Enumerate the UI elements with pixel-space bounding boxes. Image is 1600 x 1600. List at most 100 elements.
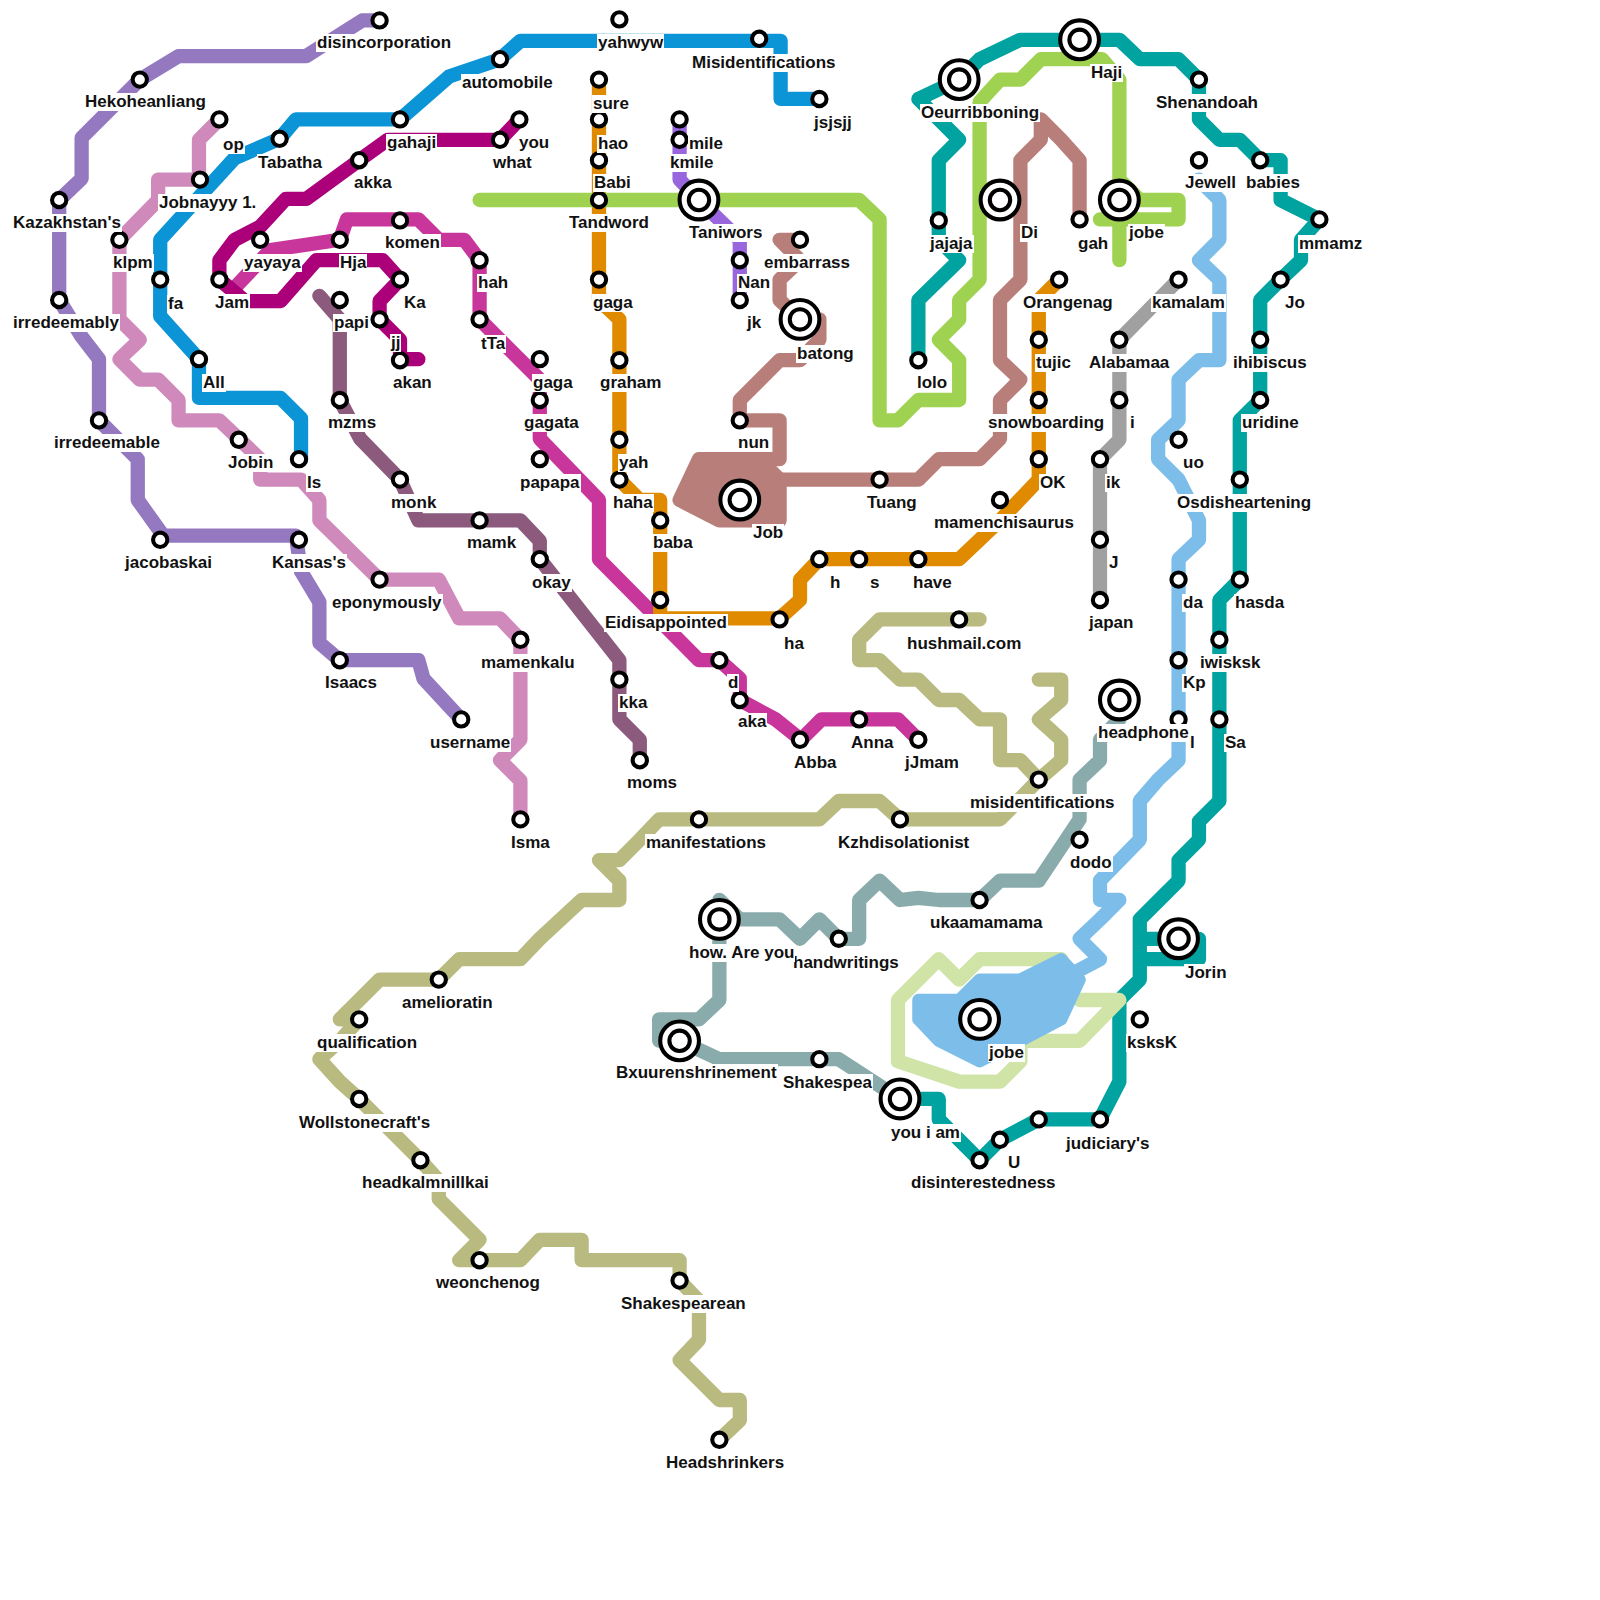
station-label: l — [1189, 734, 1196, 752]
station-label: uo — [1182, 454, 1205, 472]
station-dot — [1171, 272, 1185, 286]
brown-blob — [680, 459, 780, 520]
station-dot — [1093, 533, 1107, 547]
station-dot — [472, 253, 486, 267]
station-label: Job — [752, 524, 784, 542]
station-label: gaga — [532, 374, 574, 392]
interchange-symbol — [881, 1080, 920, 1119]
station-label: Anna — [850, 734, 895, 752]
station-label: komen — [384, 234, 441, 252]
station-dot — [1192, 153, 1206, 167]
station-label: Jobin — [227, 454, 274, 472]
grey-green-line — [659, 700, 1119, 1099]
station-label: Tabatha — [257, 154, 323, 172]
station-dot — [212, 272, 226, 286]
station-dot — [911, 552, 925, 566]
station-label: h — [829, 574, 841, 592]
station-label: kmile — [669, 154, 714, 172]
orange-line — [599, 80, 1059, 619]
station-dot — [1112, 393, 1126, 407]
station-dot — [952, 612, 966, 626]
station-dot — [352, 153, 366, 167]
station-dot — [712, 653, 726, 667]
station-dot — [212, 112, 226, 126]
station-dot — [592, 272, 606, 286]
station-dot — [393, 272, 407, 286]
station-label: misidentifications — [969, 794, 1116, 812]
station-label: kamalam — [1151, 294, 1226, 312]
station-label: batong — [796, 345, 855, 363]
station-label: automobile — [461, 74, 554, 92]
interchange-symbol — [940, 60, 979, 99]
station-dot — [272, 132, 286, 146]
station-label: akan — [392, 374, 433, 392]
station-dot — [672, 1273, 686, 1287]
station-label: Di — [1020, 224, 1039, 242]
station-dot — [1112, 333, 1126, 347]
teal-line — [900, 40, 1319, 1160]
station-label: Tuang — [866, 494, 918, 512]
interchange-symbol — [1060, 20, 1099, 59]
station-dot — [413, 1153, 427, 1167]
station-label: headphone — [1097, 724, 1190, 742]
interchange-ring — [1159, 919, 1198, 958]
station-label: d — [727, 674, 739, 692]
station-label: qualification — [316, 1034, 418, 1052]
station-label: irredeemably — [12, 314, 120, 332]
interchange-ring — [960, 1000, 999, 1039]
interchange-ring — [1100, 181, 1139, 220]
station-dot — [533, 393, 547, 407]
interchange-core — [689, 190, 709, 210]
station-dot — [653, 593, 667, 607]
interchange-core — [709, 909, 729, 929]
interchange-symbol — [981, 181, 1020, 220]
station-label: tujic — [1035, 354, 1072, 372]
interchange-ring — [720, 481, 759, 520]
station-dot — [133, 72, 147, 86]
station-dot — [592, 153, 606, 167]
station-label: akka — [353, 174, 393, 192]
station-dot — [333, 653, 347, 667]
station-label: iwisksk — [1199, 654, 1262, 672]
station-dot — [193, 172, 207, 186]
interchange-ring — [981, 181, 1020, 220]
station-label: Tandword — [568, 214, 650, 232]
station-label: Ka — [403, 294, 427, 312]
station-label: Isma — [510, 834, 551, 852]
station-dot — [612, 472, 626, 486]
station-label: Jobnayyy 1. — [158, 194, 257, 212]
station-label: Is — [306, 474, 322, 492]
station-label: graham — [599, 374, 662, 392]
station-dot — [372, 572, 386, 586]
station-label: uridine — [1241, 414, 1300, 432]
station-label: Orangenag — [1022, 294, 1114, 312]
station-dot — [112, 233, 126, 247]
station-label: Abba — [793, 754, 838, 772]
station-dot — [972, 1153, 986, 1167]
station-dot — [1233, 572, 1247, 586]
station-label: Oeurribboning — [920, 104, 1040, 122]
station-dot — [1312, 212, 1326, 226]
station-dot — [52, 293, 66, 307]
station-label: you i am — [890, 1124, 961, 1142]
blue-line — [160, 41, 819, 459]
interchange-symbol — [1100, 181, 1139, 220]
station-dot — [1093, 593, 1107, 607]
station-dot — [1052, 272, 1066, 286]
station-dot — [472, 312, 486, 326]
station-dot — [472, 1253, 486, 1267]
station-label: Kansas's — [271, 554, 347, 572]
interchange-ring — [781, 300, 820, 339]
station-label: have — [912, 574, 953, 592]
station-dot — [1072, 212, 1086, 226]
station-dot — [733, 253, 747, 267]
station-label: Jo — [1284, 294, 1306, 312]
station-label: gah — [1077, 235, 1109, 253]
station-dot — [633, 753, 647, 767]
station-dot — [513, 633, 527, 647]
interchange-core — [1168, 929, 1188, 949]
station-label: jsjsjj — [813, 114, 853, 132]
interchange-core — [730, 490, 750, 510]
station-label: hah — [477, 274, 509, 292]
station-dot — [232, 433, 246, 447]
